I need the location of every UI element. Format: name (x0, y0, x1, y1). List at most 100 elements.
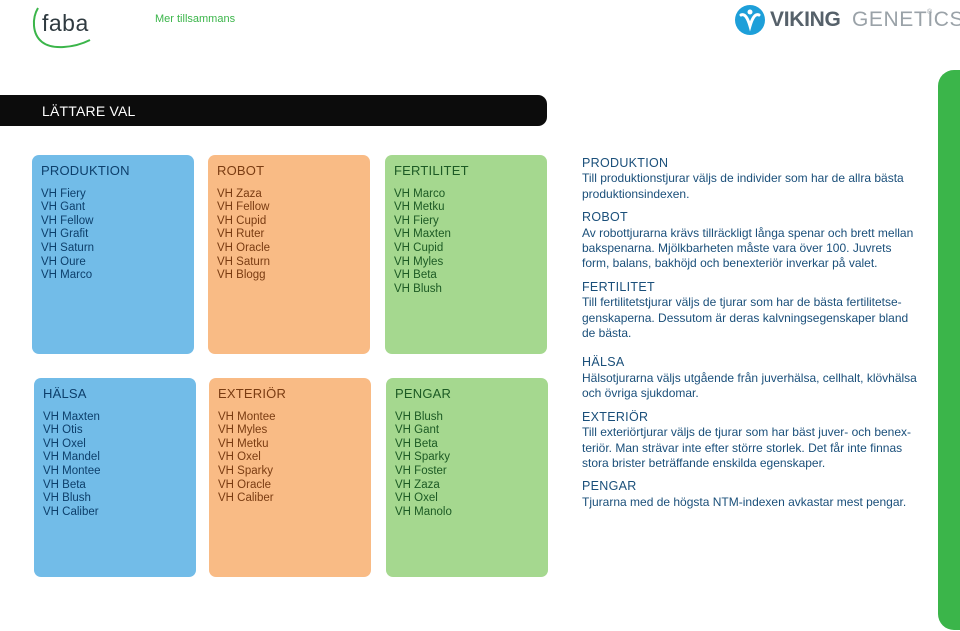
banner-title: LÄTTARE VAL (42, 103, 136, 119)
bull-list: VH Maxten VH Otis VH Oxel VH Mandel VH M… (43, 411, 187, 520)
description-line: Till fertilitetstjurar väljs de tjurar s… (582, 295, 902, 310)
box-title: PRODUKTION (41, 163, 130, 178)
vikinggenetics-emblem-icon (735, 5, 765, 35)
bull-name: VH Fiery (41, 187, 86, 200)
description-line: genskaperna. Dessutom är deras kalvnings… (582, 310, 909, 325)
bull-name: VH Otis (43, 424, 83, 437)
description-title: PRODUKTION (582, 156, 669, 170)
vg-logo-genetics: GENETICS (852, 8, 960, 31)
bull-name: VH Caliber (218, 492, 274, 505)
box-title: ROBOT (217, 163, 265, 178)
box-title: EXTERIÖR (218, 386, 287, 401)
bull-name: VH Oracle (218, 478, 272, 491)
bull-name: VH Metku (394, 201, 445, 214)
faba-logo-text: faba (42, 10, 89, 36)
bull-name: VH Caliber (43, 505, 99, 518)
description-line: Till exteriörtjurar väljs de tjurar som … (582, 425, 912, 440)
bull-name: VH Saturn (217, 255, 271, 268)
category-box-produktion: PRODUKTION VH Fiery VH Gant VH Fellow VH… (32, 155, 194, 354)
bull-name: VH Beta (394, 269, 437, 282)
bull-list: VH Montee VH Myles VH Metku VH Oxel VH S… (218, 411, 362, 506)
bull-name: VH Zaza (395, 478, 440, 491)
bull-name: VH Mandel (43, 451, 100, 464)
bull-name: VH Blush (394, 282, 442, 295)
category-box-exterior: EXTERIÖR VH Montee VH Myles VH Metku VH … (209, 378, 371, 577)
category-descriptions: PRODUKTION Till produktionstjurar väljs … (582, 156, 922, 518)
bull-name: VH Fellow (41, 214, 94, 227)
description-title: ROBOT (582, 210, 628, 225)
description-line: form, balans, bakhöjd och benexteriör in… (582, 256, 878, 271)
bull-name: VH Sparky (218, 464, 273, 477)
description-title: PENGAR (582, 479, 637, 494)
decorative-green-strip (938, 70, 960, 630)
description-exterior: EXTERIÖR Till exteriörtjurar väljs de tj… (582, 410, 922, 472)
box-title: FERTILITET (394, 163, 469, 178)
description-line: produktionsindexen. (582, 186, 690, 201)
faba-swoosh-icon (32, 7, 91, 48)
bull-name: VH Sparky (395, 451, 450, 464)
description-line: Till produktionstjurar väljs de individe… (582, 171, 904, 186)
description-halsa: HÄLSA Hälsotjurarna väljs utgående från … (582, 355, 922, 401)
category-box-robot: ROBOT VH Zaza VH Fellow VH Cupid VH Rute… (208, 155, 370, 354)
description-line: de bästa. (582, 326, 632, 341)
vg-logo-registered: ® (927, 9, 933, 16)
bull-name: VH Myles (394, 255, 444, 268)
bull-name: VH Zaza (217, 187, 262, 200)
description-line: och övriga sjukdomar. (582, 386, 699, 401)
bull-list: VH Marco VH Metku VH Fiery VH Maxten VH … (394, 188, 538, 297)
bull-name: VH Beta (43, 478, 86, 491)
description-fertilitet: FERTILITET Till fertilitetstjurar väljs … (582, 280, 922, 342)
bull-name: VH Grafit (41, 228, 89, 241)
bull-name: VH Ruter (217, 228, 265, 241)
category-box-pengar: PENGAR VH Blush VH Gant VH Beta VH Spark… (386, 378, 548, 577)
description-line: stora brister beträffande enskilda egens… (582, 455, 826, 470)
bull-name: VH Manolo (395, 505, 452, 518)
bull-name: VH Cupid (394, 241, 444, 254)
bull-name: VH Oure (41, 255, 86, 268)
bull-name: VH Metku (218, 437, 269, 450)
bull-name: VH Marco (41, 269, 93, 282)
bull-name: VH Saturn (41, 241, 95, 254)
faba-logo: faba (30, 4, 100, 48)
bull-name: VH Fellow (217, 201, 270, 214)
bull-name: VH Montee (218, 410, 276, 423)
description-line: Hälsotjurarna väljs utgående från juverh… (582, 370, 917, 385)
vikinggenetics-logo: VIKING GENETICS ® (734, 4, 960, 40)
bull-list: VH Fiery VH Gant VH Fellow VH Grafit VH … (41, 188, 185, 283)
bull-name: VH Myles (218, 424, 268, 437)
description-line: bakspenarna. Mjölkbarheten måste vara öv… (582, 241, 892, 256)
bull-name: VH Foster (395, 464, 447, 477)
bull-name: VH Blush (43, 492, 91, 505)
bull-name: VH Gant (395, 424, 440, 437)
description-title: EXTERIÖR (582, 409, 649, 424)
description-pengar: PENGAR Tjurarna med de högsta NTM-indexe… (582, 479, 922, 510)
banner: LÄTTARE VAL (0, 95, 547, 126)
box-title: HÄLSA (43, 386, 87, 401)
description-produktion: PRODUKTION Till produktionstjurar väljs … (582, 156, 922, 202)
description-line: Tjurarna med de högsta NTM-indexen avkas… (582, 494, 907, 509)
bull-name: VH Montee (43, 464, 101, 477)
bull-name: VH Blogg (217, 269, 266, 282)
bull-name: VH Blush (395, 410, 443, 423)
bull-name: VH Beta (395, 437, 438, 450)
bull-list: VH Zaza VH Fellow VH Cupid VH Ruter VH O… (217, 188, 361, 283)
bull-name: VH Oxel (218, 451, 261, 464)
description-title: FERTILITET (582, 279, 655, 294)
bull-name: VH Marco (394, 187, 446, 200)
bull-name: VH Cupid (217, 214, 267, 227)
description-robot: ROBOT Av robottjurarna krävs tillräcklig… (582, 210, 922, 272)
category-box-halsa: HÄLSA VH Maxten VH Otis VH Oxel VH Mande… (34, 378, 196, 577)
bull-name: VH Fiery (394, 214, 439, 227)
category-box-fertilitet: FERTILITET VH Marco VH Metku VH Fiery VH… (385, 155, 547, 354)
description-line: teriör. Man strävar inte efter större st… (582, 440, 903, 455)
bull-name: VH Maxten (43, 410, 100, 423)
box-title: PENGAR (395, 386, 452, 401)
bull-name: VH Oracle (217, 241, 271, 254)
bull-name: VH Oxel (43, 437, 86, 450)
bull-list: VH Blush VH Gant VH Beta VH Sparky VH Fo… (395, 411, 539, 520)
description-title: HÄLSA (582, 355, 625, 370)
tagline: Mer tillsammans (155, 13, 236, 25)
bull-name: VH Gant (41, 201, 86, 214)
vg-logo-viking: VIKING (770, 8, 841, 31)
bull-name: VH Maxten (394, 228, 451, 241)
